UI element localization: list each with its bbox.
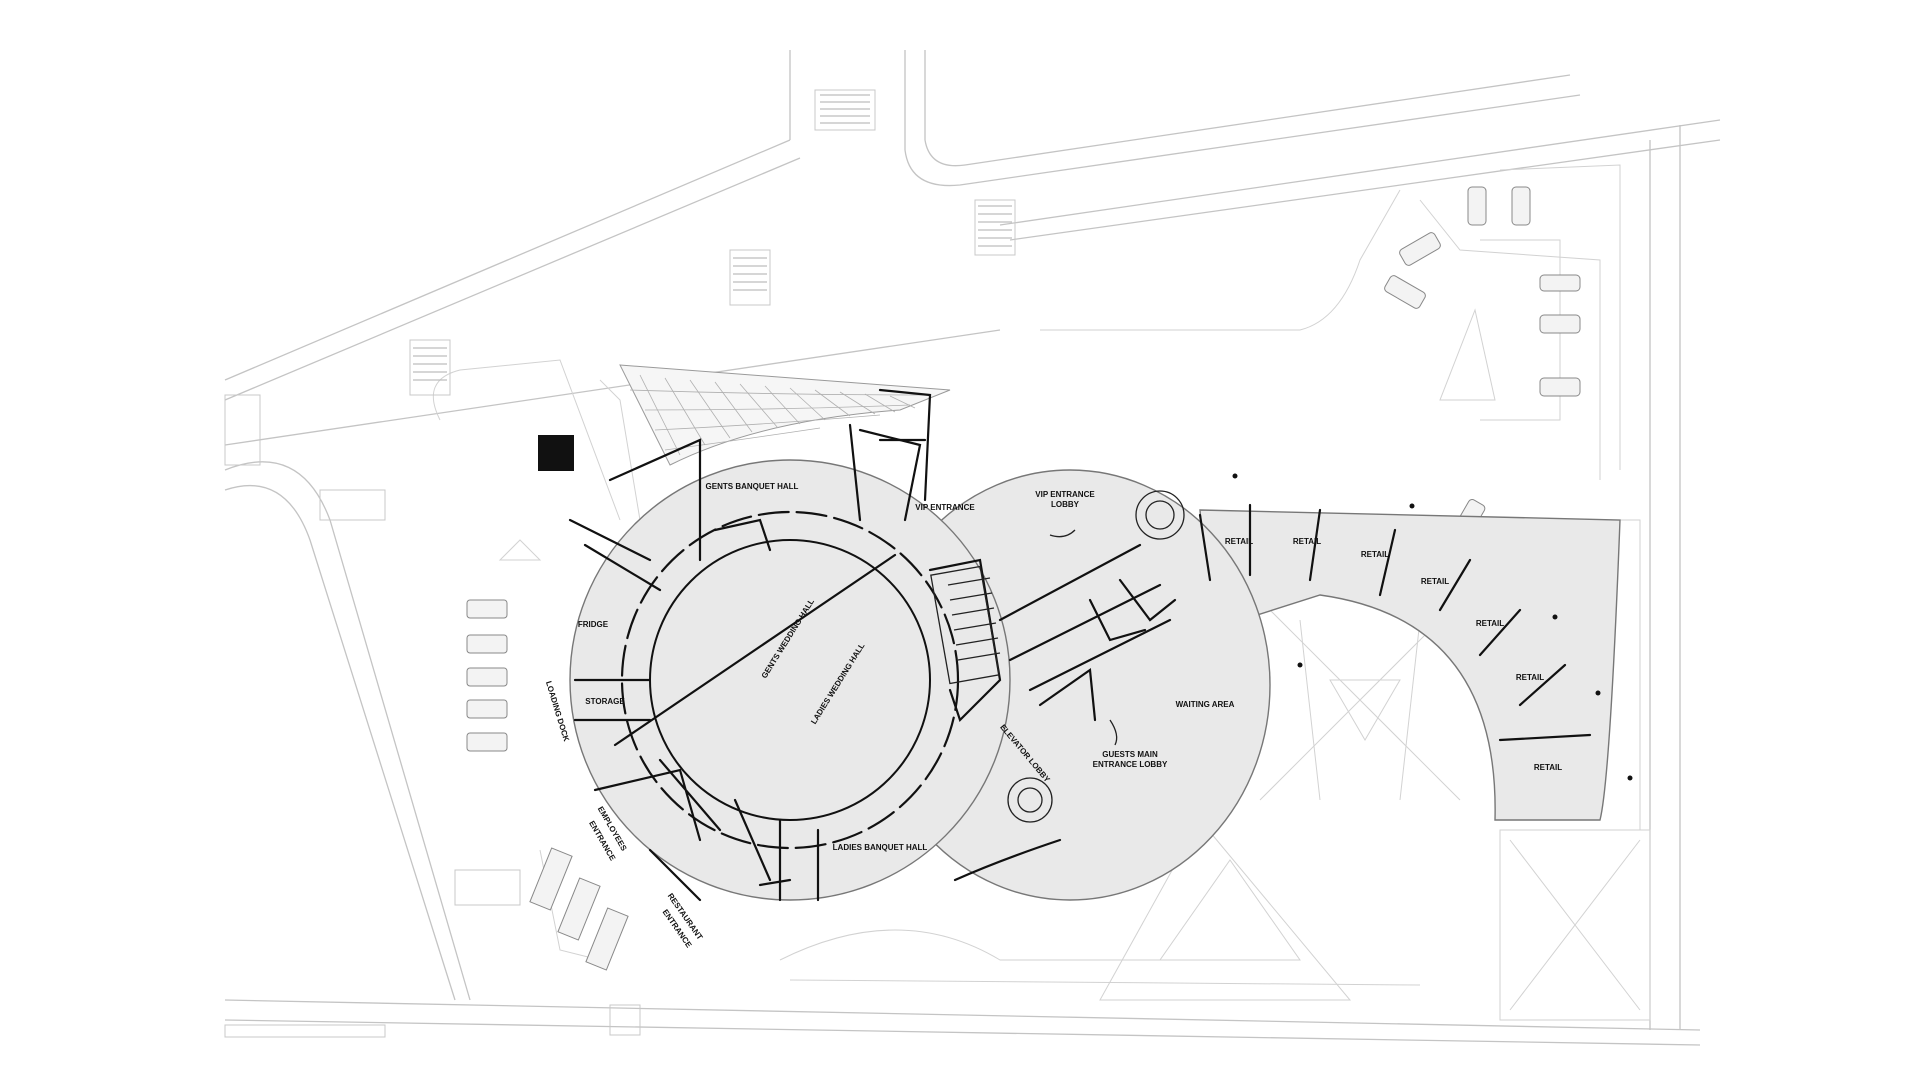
label-loading-dock: LOADING DOCK <box>544 680 571 743</box>
label-retail-3: RETAIL <box>1361 550 1389 559</box>
stairs-and-details <box>930 490 1185 823</box>
building-footprint <box>569 459 1621 901</box>
label-retail-7: RETAIL <box>1534 763 1562 772</box>
crosswalks <box>224 89 1016 1038</box>
pergola-canopy <box>619 364 951 466</box>
label-waiting-area: WAITING AREA <box>1176 700 1235 709</box>
label-retail-6: RETAIL <box>1516 673 1544 682</box>
label-retail-4: RETAIL <box>1421 577 1449 586</box>
label-retail-2: RETAIL <box>1293 537 1321 546</box>
label-vip-entrance-lobby-line1: VIP ENTRANCE <box>1035 490 1095 499</box>
parked-vehicles <box>466 186 1581 971</box>
label-vip-entrance: VIP ENTRANCE <box>915 503 975 512</box>
label-guests-main-entrance-line2: ENTRANCE LOBBY <box>1093 760 1168 769</box>
label-gents-banquet-hall: GENTS BANQUET HALL <box>706 482 799 491</box>
site-roads <box>224 50 1721 1046</box>
label-retail-1: RETAIL <box>1225 537 1253 546</box>
column-markers <box>1232 473 1633 781</box>
label-storage: STORAGE <box>585 697 625 706</box>
label-retail-5: RETAIL <box>1476 619 1504 628</box>
label-fridge: FRIDGE <box>578 620 609 629</box>
walls <box>568 388 1592 902</box>
label-guests-main-entrance-line1: GUESTS MAIN <box>1102 750 1158 759</box>
label-ladies-banquet-hall: LADIES BANQUET HALL <box>833 843 928 852</box>
label-vip-entrance-lobby-line2: LOBBY <box>1051 500 1080 509</box>
